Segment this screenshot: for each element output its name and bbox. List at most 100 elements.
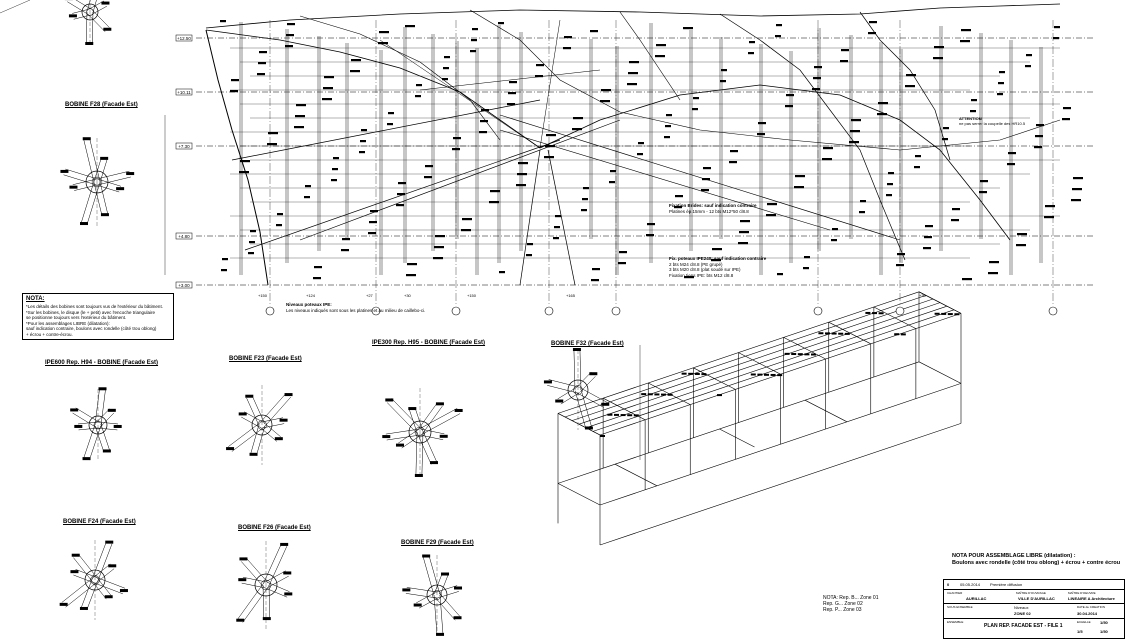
repere-line-3: Rep. P... Zone 03: [823, 607, 862, 613]
cart-echelle-2: 1/5: [1077, 629, 1083, 634]
tag-mark: [581, 209, 587, 212]
cart-moa: VILLE D'AURILLAC: [1018, 596, 1055, 601]
bobine-spoke: [428, 555, 441, 595]
tag-mark: [461, 229, 471, 232]
tag-mark: [422, 554, 431, 558]
grid-bubble: [265, 306, 275, 316]
tag-mark: [238, 578, 247, 582]
tag-mark: [304, 196, 310, 199]
tag-mark: [396, 204, 404, 207]
tag-mark: [739, 231, 749, 234]
cart-echelle: 1/50: [1100, 620, 1108, 625]
tag-mark: [116, 187, 125, 191]
detail-title-f28: BOBINE F28 (Facade Est): [65, 102, 138, 108]
cart-h-echelle: ECHELLE: [1077, 620, 1091, 624]
tag-mark: [516, 184, 526, 187]
tag-mark: [489, 201, 499, 204]
tag-mark: [564, 36, 572, 39]
tag-mark: [582, 198, 588, 201]
tag-mark: [238, 412, 247, 416]
tag-mark: [245, 394, 254, 398]
iso-beam: [578, 302, 941, 425]
tag-mark: [434, 246, 444, 249]
bobine-spoke: [100, 423, 110, 451]
tag-mark: [844, 332, 850, 335]
tag-mark: [664, 136, 670, 139]
tag-mark: [840, 60, 848, 63]
bobine-spoke: [250, 424, 260, 455]
level-label: +12.50: [177, 36, 191, 41]
bobine-spoke: [418, 597, 439, 609]
detail-title-h94: IPE600 Rep. H94 - BOBINE (Facade Est): [45, 360, 159, 366]
tag-mark: [998, 82, 1004, 85]
detail-title-h95: IPE300 Rep. H95 - BOBINE (Facade Est): [372, 340, 486, 346]
tag-mark: [656, 44, 666, 47]
tag-mark: [794, 186, 804, 189]
level-label: +4.80: [178, 234, 190, 239]
grid-bubble: [813, 306, 823, 316]
tag-mark: [388, 112, 394, 115]
grid-bubble: [1048, 306, 1058, 316]
tag-mark: [786, 94, 794, 97]
tag-mark: [610, 170, 616, 173]
isometric-structure-view: [557, 291, 962, 546]
tag-mark: [766, 214, 776, 217]
tag-mark: [249, 452, 258, 456]
bobine-spoke: [434, 596, 456, 621]
fixation-brides-title: Fixation Brides: sauf indication contrai…: [669, 203, 757, 208]
tag-mark: [860, 200, 866, 203]
cart-moe: LINEAIRE A Architecture: [1068, 596, 1115, 601]
bobine-spoke: [575, 371, 592, 389]
tag-mark: [831, 332, 837, 335]
bobine-spoke: [439, 592, 460, 617]
tag-mark: [305, 185, 311, 188]
facade-elevation: [196, 3, 1095, 305]
tag-mark: [279, 418, 288, 422]
level-tag: [175, 232, 193, 240]
tag-mark: [960, 40, 970, 43]
bobine-spoke: [72, 8, 90, 14]
tag-mark: [619, 251, 627, 254]
tag-mark: [692, 108, 698, 111]
cart-h-moe: MAÎTRE D'OEUVRE: [1068, 591, 1096, 595]
bobine-spoke: [417, 402, 438, 431]
tag-mark: [934, 312, 940, 315]
general-note-box: NOTA: *Les détails des bobines sont touj…: [22, 293, 174, 340]
tag-mark: [712, 248, 722, 251]
tag-mark: [947, 313, 953, 316]
tag-mark: [572, 348, 581, 352]
grid-bubble: [451, 306, 461, 316]
nota-assemblage-libre: NOTA POUR ASSEMBLAGE LIBRE (dilatation) …: [952, 553, 1122, 566]
tag-mark: [425, 165, 433, 168]
tag-mark: [655, 55, 665, 58]
iso-slab: [599, 423, 962, 546]
tag-mark: [277, 213, 283, 216]
tag-mark: [499, 271, 505, 274]
tag-mark: [711, 259, 721, 262]
tag-mark: [82, 457, 91, 461]
tag-mark: [546, 134, 556, 137]
tag-mark: [601, 402, 610, 406]
bobine-spoke: [251, 395, 265, 424]
tag-mark: [850, 130, 860, 133]
tag-mark: [498, 22, 504, 25]
tag-mark: [249, 241, 255, 244]
bobine-spoke: [92, 563, 111, 578]
bobine-spoke: [231, 427, 264, 452]
tag-mark: [943, 127, 949, 130]
tag-mark: [702, 178, 710, 181]
tag-mark: [220, 20, 226, 23]
tag-mark: [1045, 205, 1055, 208]
tag-mark: [274, 437, 283, 441]
tag-mark: [661, 393, 666, 396]
tag-mark: [276, 224, 282, 227]
tag-mark: [647, 393, 653, 396]
bobine-spoke: [87, 13, 106, 33]
tag-mark: [804, 353, 810, 356]
tag-mark: [764, 373, 769, 376]
tag-mark: [385, 398, 394, 402]
detail-title-f23: BOBINE F23 (Facade Est): [229, 356, 302, 362]
tag-mark: [324, 76, 334, 79]
tag-mark: [68, 14, 77, 18]
